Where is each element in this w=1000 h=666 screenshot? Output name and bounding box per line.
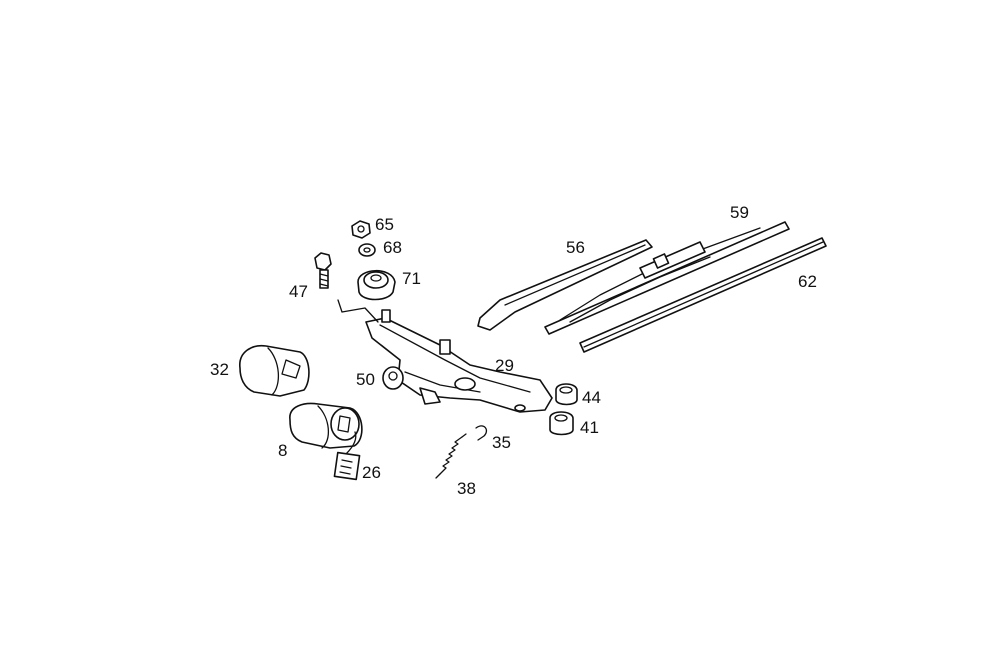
nut-65 xyxy=(351,220,371,239)
grommet-50 xyxy=(382,366,404,390)
callout-44: 44 xyxy=(582,388,601,407)
callout-8: 8 xyxy=(278,441,287,460)
wiper-refill-62 xyxy=(579,237,827,353)
wiper-blade-59 xyxy=(544,221,790,335)
callout-71: 71 xyxy=(402,269,421,288)
washer-68 xyxy=(358,243,376,257)
clip-35 xyxy=(475,425,488,441)
callout-35: 35 xyxy=(492,433,511,452)
callout-32: 32 xyxy=(210,360,229,379)
bushing-41 xyxy=(549,411,574,436)
callout-41: 41 xyxy=(580,418,599,437)
spring-38 xyxy=(435,433,467,479)
callout-29: 29 xyxy=(495,356,514,375)
callout-38: 38 xyxy=(457,479,476,498)
callout-26: 26 xyxy=(362,463,381,482)
callout-56: 56 xyxy=(566,238,585,257)
bushing-44 xyxy=(555,383,578,406)
connector-26 xyxy=(333,431,361,481)
wiper-arm-56 xyxy=(477,239,653,331)
callout-59: 59 xyxy=(730,203,749,222)
bolt-47 xyxy=(314,252,379,323)
wiper-linkage-29 xyxy=(365,309,553,413)
motor-cover-32 xyxy=(239,344,310,397)
callout-50: 50 xyxy=(356,370,375,389)
callout-68: 68 xyxy=(383,238,402,257)
grommet-cap-71 xyxy=(357,270,396,301)
callout-47: 47 xyxy=(289,282,308,301)
wiper-motor-8 xyxy=(289,402,363,449)
callout-62: 62 xyxy=(798,272,817,291)
callout-65: 65 xyxy=(375,215,394,234)
